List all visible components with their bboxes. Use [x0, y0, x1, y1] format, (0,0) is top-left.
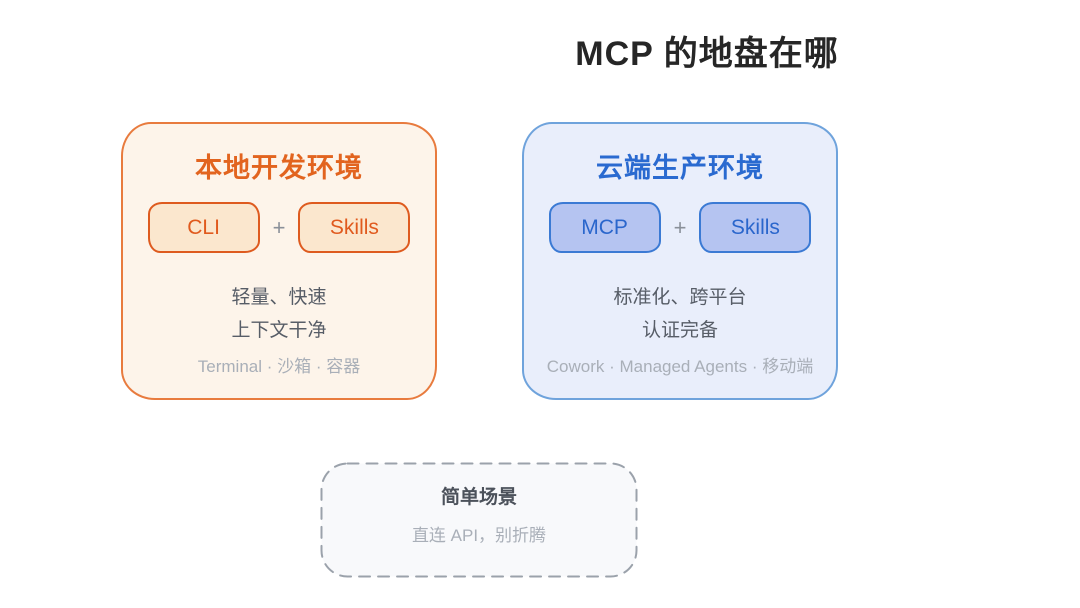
badge-cli: CLI: [147, 202, 260, 253]
card-cloud-footnote: Cowork · Managed Agents · 移动端: [546, 357, 814, 376]
card-cloud-feature: 认证完备: [641, 320, 718, 341]
card-local-feature: 轻量、快速: [231, 287, 327, 308]
card-local-badge-row: CLI + Skills: [123, 202, 435, 253]
page-title: MCP 的地盘在哪: [575, 35, 839, 73]
dashed-border-shape: [320, 462, 638, 578]
card-local-footnote: Terminal · 沙箱 · 容器: [197, 357, 361, 376]
card-simple-scenario: 简单场景 直连 API，别折腾: [320, 462, 638, 578]
card-local-title: 本地开发环境: [195, 153, 363, 183]
badge-mcp: MCP: [548, 202, 661, 253]
simple-scenario-title: 简单场景: [440, 487, 517, 508]
badge-skills: Skills: [699, 202, 812, 253]
card-cloud-feature: 标准化、跨平台: [613, 287, 747, 308]
plus-sign: +: [673, 214, 687, 240]
simple-scenario-subtitle: 直连 API，别折腾: [411, 526, 547, 545]
plus-sign: +: [272, 214, 286, 240]
card-cloud-title: 云端生产环境: [596, 153, 764, 183]
card-local-env: 本地开发环境 CLI + Skills 轻量、快速 上下文干净 Terminal…: [121, 122, 437, 400]
card-cloud-badge-row: MCP + Skills: [524, 202, 836, 253]
card-cloud-env: 云端生产环境 MCP + Skills 标准化、跨平台 认证完备 Cowork …: [522, 122, 838, 400]
badge-skills: Skills: [298, 202, 411, 253]
card-local-feature: 上下文干净: [231, 320, 327, 341]
